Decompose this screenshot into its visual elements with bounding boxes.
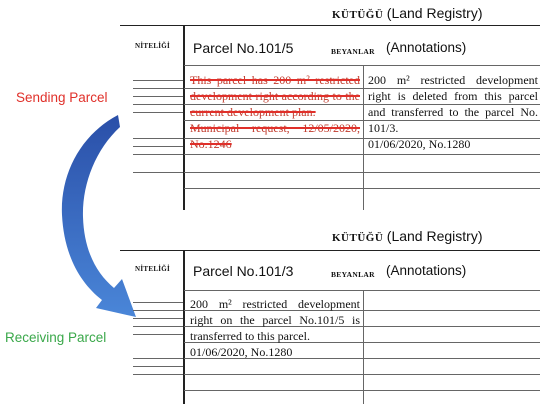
receiving-entry: 200 m² restricted development right on t…: [190, 297, 360, 343]
receiving-cell-row-line: [184, 358, 540, 359]
sending-cell-row-line: [184, 188, 540, 189]
receiving-mid-rule: [363, 290, 364, 404]
receiving-header-rule: [184, 290, 540, 291]
receiving-cell-row-line: [184, 374, 540, 375]
receiving-cell-row-line: [184, 326, 540, 327]
sending-registry-en: (Land Registry): [386, 5, 483, 21]
sending-niteligi: NİTELİĞİ: [135, 42, 171, 50]
struck-entry: Municipal request, 12/05/2020, No.1246: [190, 121, 360, 151]
receiving-registry-en: (Land Registry): [386, 228, 483, 244]
receiving-cell-row-line: [184, 310, 540, 311]
receiving-left-row-line: [133, 326, 183, 327]
receiving-left-row-line: [133, 358, 183, 359]
receiving-beyanlar: BEYANLAR: [331, 270, 375, 279]
sending-parcel-no: Parcel No.101/5: [193, 40, 294, 56]
sending-cell-row-line: [184, 104, 540, 105]
sending-mid-rule: [363, 65, 364, 210]
sending-cell-row-line: [184, 154, 540, 155]
receiving-left-row-line: [133, 310, 183, 311]
transfer-arrow: [61, 115, 136, 317]
sending-annotations: (Annotations): [386, 40, 467, 55]
receiving-entry: 01/06/2020, No.1280: [190, 345, 293, 359]
annotation-entry: 200 m² restricted development right is d…: [368, 73, 538, 135]
receiving-top-rule: [120, 250, 540, 251]
receiving-annotations: (Annotations): [386, 263, 467, 278]
sending-left-row-line: [133, 96, 183, 97]
sending-beyanlar: BEYANLAR: [331, 47, 375, 56]
sending-left-row-line: [133, 88, 183, 89]
receiving-parcel-no: Parcel No.101/3: [193, 263, 294, 279]
sending-cell-row-line: [184, 88, 540, 89]
sending-left-row-line: [133, 146, 183, 147]
receiving-niteligi: NİTELİĞİ: [135, 265, 171, 273]
receiving-left-row-line: [133, 318, 183, 319]
receiving-left-row-line: [133, 302, 183, 303]
sending-left-row-line: [133, 80, 183, 81]
receiving-registry-word: KÜTÜĞÜ: [332, 232, 384, 244]
sending-left-row-line: [133, 172, 183, 173]
sending-left-rule: [183, 25, 185, 210]
receiving-left-rule: [183, 250, 185, 404]
sending-header-rule: [184, 65, 540, 66]
sending-registry-word: KÜTÜĞÜ: [332, 9, 384, 21]
sending-left-row-line: [133, 104, 183, 105]
receiving-left-row-line: [133, 334, 183, 335]
struck-entry: This parcel has 200 m² restricted develo…: [190, 73, 360, 119]
sending-parcel-label: Sending Parcel: [16, 90, 108, 105]
receiving-cell-row-line: [184, 390, 540, 391]
sending-cell-row-line: [184, 138, 540, 139]
sending-cell-row-line: [184, 172, 540, 173]
receiving-registry-title: KÜTÜĞÜ (Land Registry): [332, 228, 482, 246]
sending-struck-entries: This parcel has 200 m² restricted develo…: [190, 72, 360, 152]
receiving-left-row-line: [133, 374, 183, 375]
sending-top-rule: [120, 25, 540, 26]
sending-registry-title: KÜTÜĞÜ (Land Registry): [332, 5, 482, 23]
sending-left-row-line: [133, 138, 183, 139]
receiving-parcel-label: Receiving Parcel: [5, 330, 107, 345]
receiving-left-row-line: [133, 366, 183, 367]
sending-left-row-line: [133, 154, 183, 155]
receiving-entries: 200 m² restricted development right on t…: [190, 296, 360, 360]
annotation-entry: 01/06/2020, No.1280: [368, 137, 471, 151]
receiving-cell-row-line: [184, 342, 540, 343]
sending-cell-row-line: [184, 120, 540, 121]
sending-annotation-entries: 200 m² restricted development right is d…: [368, 72, 538, 152]
sending-left-row-line: [133, 112, 183, 113]
